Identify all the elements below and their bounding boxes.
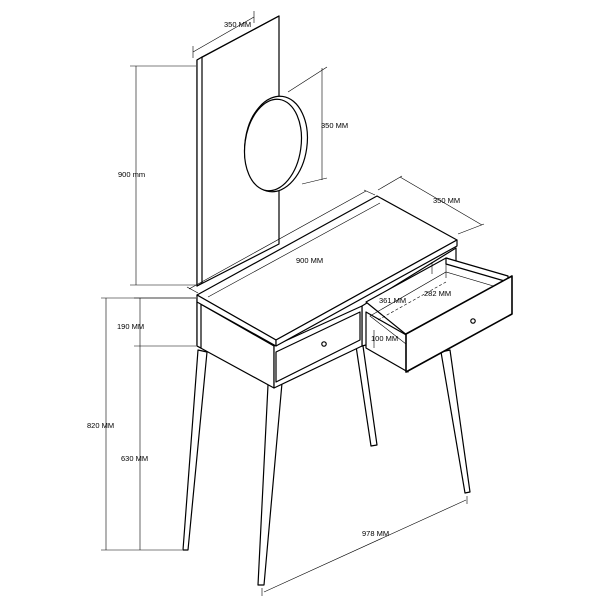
- left-drawer-knob: [321, 341, 327, 347]
- label-mirror-width: 350 MM: [224, 20, 251, 29]
- dim-mirror-width: 350 MM: [192, 11, 255, 58]
- dim-round-mirror: 350 MM: [287, 66, 348, 185]
- dim-total-height: 820 MM: [87, 297, 196, 551]
- dim-table-depth: 350 MM: [377, 175, 485, 235]
- round-mirror: [243, 95, 309, 193]
- label-total-height: 820 MM: [87, 421, 114, 430]
- dim-leg-span: 978 MM: [261, 496, 468, 596]
- open-drawer: [365, 257, 513, 373]
- mirror-panel: [196, 15, 280, 287]
- legs: [182, 345, 471, 586]
- label-drawer-inner-width: 361 MM: [379, 296, 406, 305]
- dim-drawer-inner: 361 MM 282 MM 100 MM: [371, 289, 451, 348]
- label-mirror-height: 900 mm: [118, 170, 145, 179]
- dim-mirror-height: 900 mm: [118, 65, 196, 286]
- label-leg-height: 630 MM: [121, 454, 148, 463]
- dim-table-width: 900 MM: [186, 189, 376, 294]
- dim-apron-height: 190 MM: [117, 297, 196, 347]
- label-table-width: 900 MM: [296, 256, 323, 265]
- label-round-mirror: 350 MM: [321, 121, 348, 130]
- dim-leg-height: 630 MM: [121, 346, 148, 550]
- label-table-depth: 350 MM: [433, 196, 460, 205]
- label-apron-height: 190 MM: [117, 322, 144, 331]
- label-drawer-inner-depth: 282 MM: [424, 289, 451, 298]
- label-drawer-height: 100 MM: [371, 334, 398, 343]
- open-drawer-knob: [470, 318, 476, 324]
- label-leg-span: 978 MM: [362, 529, 389, 538]
